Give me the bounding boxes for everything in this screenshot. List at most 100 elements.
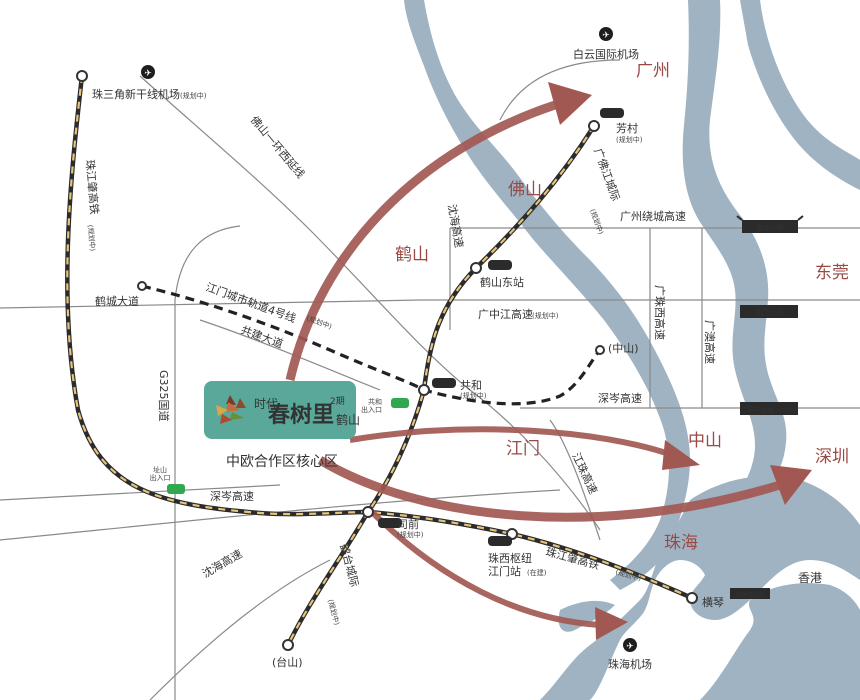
arrow-head-shenzhen <box>770 465 812 505</box>
road-shencen-west: 深岑高速 <box>210 489 254 503</box>
zhishan-exit-label-2: 出入口 <box>150 473 171 482</box>
hzm-bridge-label: 港珠澳大桥 <box>735 591 765 599</box>
gonghe-exit-icon <box>391 398 409 408</box>
project-name-b: 春树里 <box>268 402 334 428</box>
label-gonghe-note: (规划中) <box>460 391 487 400</box>
arrow-head-guangzhou <box>548 82 592 125</box>
road-guangzhongjiang-note: (规划中) <box>532 311 559 320</box>
arrow-head-zhongshan <box>662 440 700 470</box>
shenzhong-note: (在建中) <box>778 407 797 414</box>
label-jiangmen-station: 江门站 <box>488 564 521 578</box>
rail-prd-hsr-north-note: (规划中) <box>86 224 97 251</box>
hzm-bridge: 港珠澳大桥 <box>730 588 770 599</box>
project-leaf-logo <box>216 395 246 424</box>
zhishan-exit-label-1: 址山 <box>153 465 167 474</box>
road-guangao: 广澳高速 <box>703 320 717 364</box>
label-taishan: (台山) <box>272 655 303 669</box>
rail-hetai-note: (规划中) <box>326 598 342 626</box>
project-tagline: 中欧合作区核心区 <box>226 454 338 470</box>
rail-prd-hsr-north: 珠江肇高铁 <box>83 159 102 215</box>
road-guangzhongjiang: 广中江高速 <box>478 307 533 321</box>
shenzhong-label: 深中通道 <box>746 405 774 414</box>
airport-icon-prd <box>141 65 155 79</box>
station-siqian <box>362 506 374 518</box>
train-icon-gonghe <box>432 378 456 388</box>
prd-airport-note: (规划中) <box>180 91 207 100</box>
project-suffix: 2期 <box>330 396 345 407</box>
city-shenzhen: 深圳 <box>815 447 849 467</box>
transport-icons: ✈ ✈ ✈ <box>141 27 637 652</box>
project-box <box>204 381 356 439</box>
city-zhongshan: 中山 <box>688 431 722 451</box>
plane-glyph-zhuhai: ✈ <box>626 642 634 652</box>
stations <box>76 70 698 651</box>
shenzhong-channel: 深中通道 (在建中) <box>740 402 798 415</box>
train-icon-fangcun <box>600 108 624 118</box>
city-zhuhai: 珠海 <box>664 533 698 553</box>
project-location: 鹤山 <box>336 412 360 427</box>
road-g325: G325国道 <box>157 370 171 422</box>
label-fangcun-note: (规划中) <box>616 135 643 144</box>
zhishan-exit-icon <box>167 484 185 494</box>
airport-icon-baiyun <box>599 27 613 41</box>
road-jiangzhu: 江珠高速 <box>569 450 600 496</box>
road-guangzhu-west: 广珠西高速 <box>653 285 667 340</box>
rail-prd-hsr-south: 珠江肇高铁 <box>544 544 601 572</box>
rail-guangfo-intercity: 广佛江城际 <box>591 147 622 203</box>
label-gonghe: 共和 <box>460 379 482 392</box>
label-zhuxi-hub: 珠西枢纽 <box>488 551 532 565</box>
nansha-bridge: 南沙大桥 <box>736 215 804 233</box>
station-prd-airport <box>76 70 88 82</box>
label-fangcun: 芳村 <box>616 121 638 135</box>
road-yanjiang: 沈海高速 <box>445 203 466 249</box>
label-jiangmen-note: (在建) <box>527 568 547 577</box>
label-siqian-note: (规划中) <box>397 530 424 539</box>
humen-bridge: 虎门大桥 <box>740 305 798 318</box>
station-labels: 芳村 (规划中) 鹤山东站 共和 (规划中) 司前 (规划中) 珠西枢纽 江门站… <box>272 121 724 669</box>
nansha-bridge-label: 南沙大桥 <box>756 223 784 232</box>
city-heshan: 鹤山 <box>395 245 429 265</box>
station-hengqin <box>686 592 698 604</box>
metro-end-zhongshan <box>595 345 605 355</box>
train-icon-heshan-east <box>488 260 512 270</box>
gonghe-exit-label-1: 共和 <box>368 397 382 406</box>
airport-icon-zhuhai <box>623 638 637 652</box>
train-icon-siqian <box>378 518 402 528</box>
city-dongguan: 东莞 <box>815 263 849 283</box>
road-guangzhou-ring: 广州绕城高速 <box>620 209 686 223</box>
road-heshan-ave: 鹤城大道 <box>95 294 139 308</box>
label-hengqin: 横琴 <box>702 595 724 609</box>
gonghe-exit-label-2: 出入口 <box>361 405 382 414</box>
plane-glyph-baiyun: ✈ <box>602 31 610 41</box>
bridges: 南沙大桥 虎门大桥 深中通道 (在建中) 港珠澳大桥 <box>730 215 804 599</box>
label-siqian: 司前 <box>397 517 419 531</box>
road-foshan-ring: 佛山一环西延线 <box>248 113 308 181</box>
direction-arrows <box>285 82 812 640</box>
city-guangzhou: 广州 <box>636 61 670 81</box>
road-gongjian-ave: 共建大道 <box>239 323 285 351</box>
station-heshan-east <box>470 262 482 274</box>
road-shencen-east: 深岑高速 <box>598 391 642 405</box>
metro-end-west <box>137 281 147 291</box>
humen-bridge-label: 虎门大桥 <box>755 308 783 317</box>
project-name-a: 时代 <box>254 397 278 411</box>
highway-exits: 共和 出入口 址山 出入口 <box>150 397 409 494</box>
rail-hetai-intercity: 鹤台城际 <box>337 542 362 588</box>
station-gonghe <box>418 384 430 396</box>
plane-glyph-prd: ✈ <box>144 69 152 79</box>
city-jiangmen: 江门 <box>506 439 540 459</box>
baiyun-airport-label: 白云国际机场 <box>573 47 639 61</box>
station-taishan <box>282 639 294 651</box>
rail-guangfo-note: (规划中) <box>588 208 606 236</box>
station-fangcun <box>588 120 600 132</box>
road-shenhai-south: 沈海高速 <box>200 546 245 580</box>
city-labels: 广州 佛山 鹤山 东莞 中山 江门 深圳 珠海 香港 <box>395 61 849 585</box>
city-hongkong: 香港 <box>798 571 822 585</box>
prd-airport-label: 珠三角新干线机场 <box>92 87 180 101</box>
label-zhongshan-metro: (中山) <box>608 342 639 355</box>
label-heshan-east: 鹤山东站 <box>480 275 524 289</box>
project-badge: 时代 春树里 2期 鹤山 中欧合作区核心区 <box>204 381 360 470</box>
arrow-head-zhuhai-airport <box>595 607 628 640</box>
zhuhai-airport-label: 珠海机场 <box>608 657 652 671</box>
